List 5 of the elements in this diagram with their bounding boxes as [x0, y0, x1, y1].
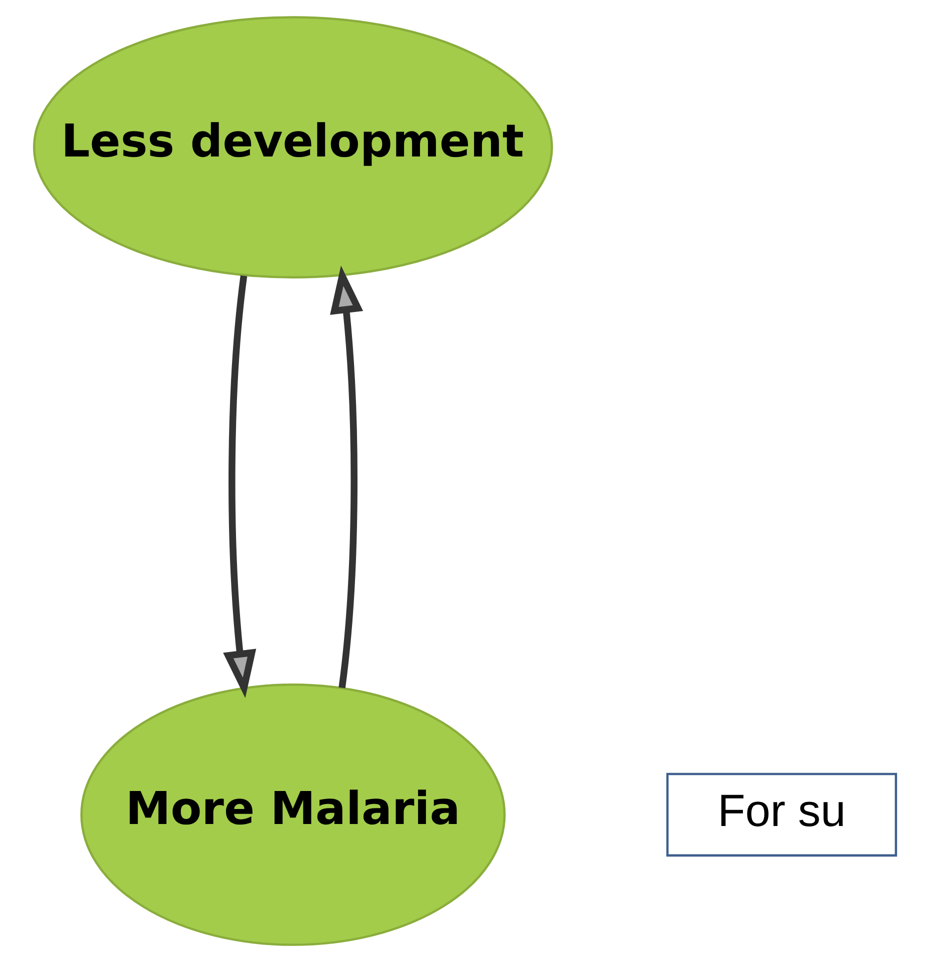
node-ellipse: Less development — [32, 16, 553, 278]
arrow — [330, 266, 363, 688]
arrow — [222, 275, 256, 698]
node-box: For su — [666, 772, 897, 857]
node-ellipse: More Malaria — [80, 684, 506, 946]
